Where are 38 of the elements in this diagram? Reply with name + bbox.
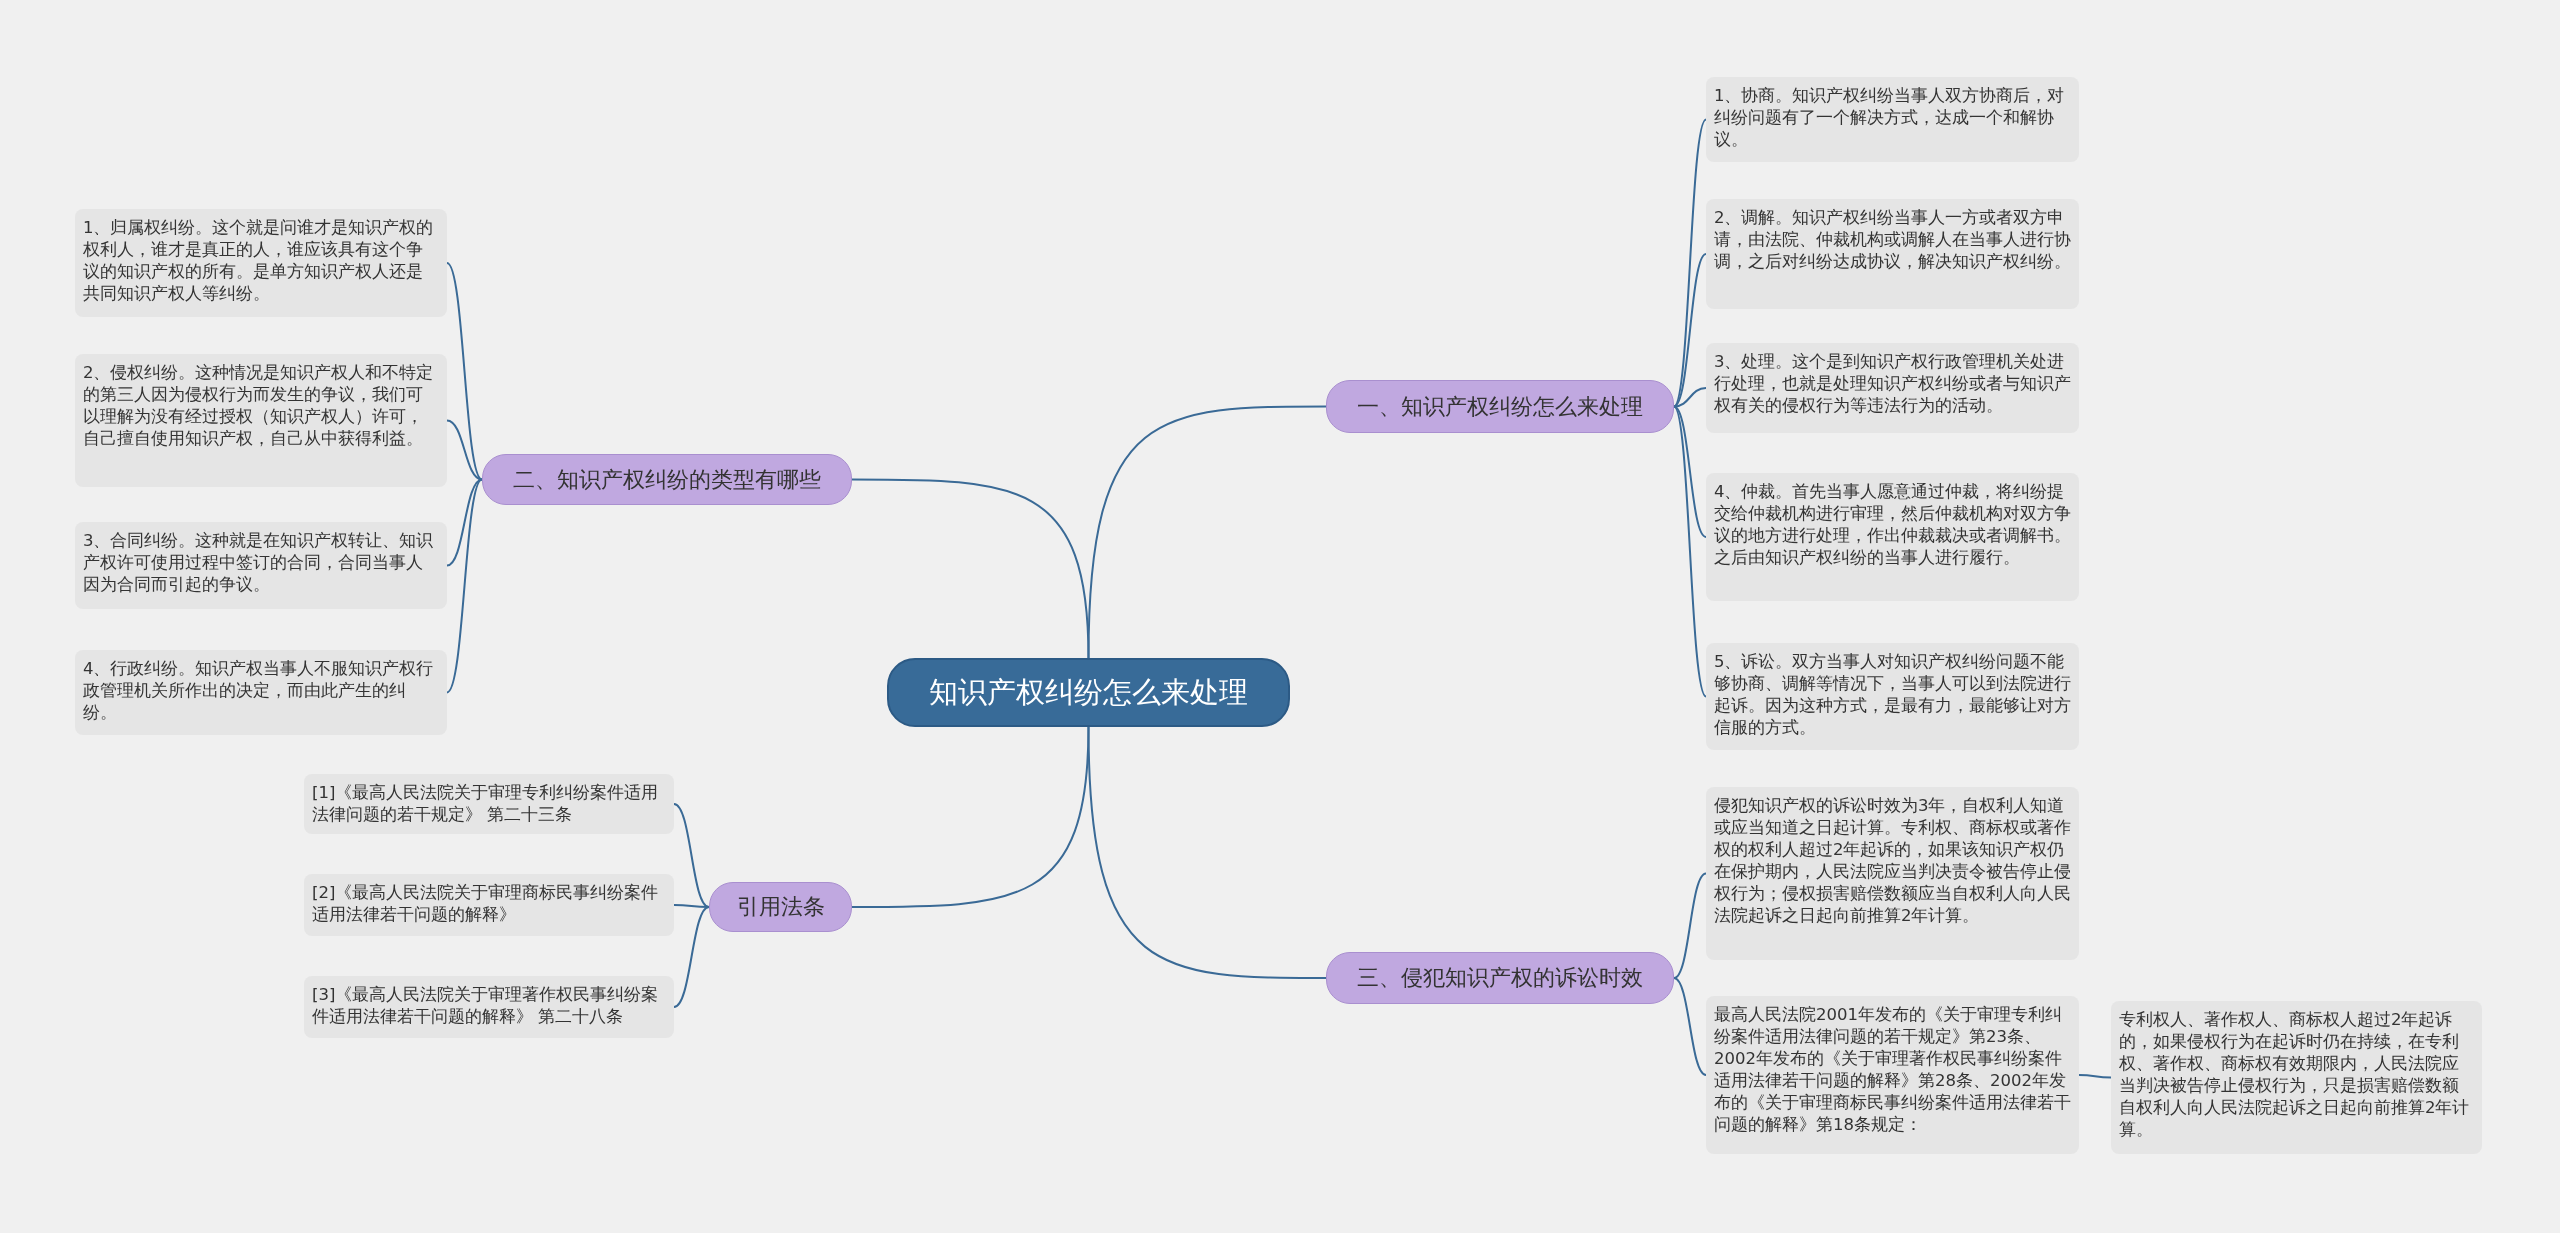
topic-box: 引用法条 [709, 882, 852, 932]
note-box: [2]《最高人民法院关于审理商标民事纠纷案件适用法律若干问题的解释》 [304, 874, 674, 936]
note-box: 专利权人、著作权人、商标权人超过2年起诉的，如果侵权行为在起诉时仍在持续，在专利权、著作权、商标权有效期限内，人民法院应当判决被告停止侵权行为，只是损害赔偿数额自权利人向人民法院起诉之日起向前推算2年计算。 [2111, 1001, 2482, 1154]
connector-line [851, 478, 1090, 659]
topic-box: 三、侵犯知识产权的诉讼时效 [1326, 952, 1674, 1004]
connector-line [1087, 405, 1327, 659]
note-box: 5、诉讼。双方当事人对知识产权纠纷问题不能够协商、调解等情况下，当事人可以到法院进行起诉。因为这种方式，是最有力，最能够让对方信服的方式。 [1706, 643, 2079, 750]
connector-line [673, 803, 710, 908]
connector-line [1673, 405, 1707, 538]
note-box: 1、归属权纠纷。这个就是问谁才是知识产权的权利人，谁才是真正的人，谁应该具有这个争议的知识产权的所有。是单方知识产权人还是共同知识产权人等纠纷。 [75, 209, 447, 317]
note-box: 3、处理。这个是到知识产权行政管理机关处进行处理，也就是处理知识产权纠纷或者与知识产权有关的侵权行为等违法行为的活动。 [1706, 343, 2079, 433]
note-box: 2、调解。知识产权纠纷当事人一方或者双方申请，由法院、仲裁机构或调解人在当事人进行协调，之后对纠纷达成协议，解决知识产权纠纷。 [1706, 199, 2079, 309]
connector-line [1673, 977, 1707, 1076]
note-box: 侵犯知识产权的诉讼时效为3年，自权利人知道或应当知道之日起计算。专利权、商标权或著作权的权利人超过2年起诉的，如果该知识产权仍在保护期内，人民法院应当判决责令被告停止侵权行为；侵权损害赔偿数额应当自权利人向人民法院起诉之日起向前推算2年计算。 [1706, 787, 2079, 960]
connector-line [1673, 253, 1707, 408]
connector-line [2078, 1074, 2112, 1079]
note-box: 4、行政纠纷。知识产权当事人不服知识产权行政管理机关所作出的决定，而由此产生的纠纷。 [75, 650, 447, 735]
note-box: [1]《最高人民法院关于审理专利纠纷案件适用法律问题的若干规定》 第二十三条 [304, 774, 674, 834]
note-box: 1、协商。知识产权纠纷当事人双方协商后，对纠纷问题有了一个解决方式，达成一个和解协议。 [1706, 77, 2079, 162]
connector-line [1673, 118, 1707, 408]
note-box: 最高人民法院2001年发布的《关于审理专利纠纷案件适用法律问题的若干规定》第23条、2002年发布的《关于审理著作权民事纠纷案件适用法律若干问题的解释》第28条、2002年发布的《关于审理商标民事纠纷案件适用法律若干问题的解释》第18条规定： [1706, 996, 2079, 1154]
central-topic: 知识产权纠纷怎么来处理 [887, 658, 1290, 727]
topic-box: 二、知识产权纠纷的类型有哪些 [482, 454, 852, 505]
note-box: 3、合同纠纷。这种就是在知识产权转让、知识产权许可使用过程中签订的合同，合同当事人因为合同而引起的争议。 [75, 522, 447, 609]
connector-line [673, 906, 710, 1008]
connector-line [446, 419, 483, 481]
note-box: [3]《最高人民法院关于审理著作权民事纠纷案件适用法律若干问题的解释》 第二十八条 [304, 976, 674, 1038]
connector-line [446, 478, 483, 567]
connector-line [851, 726, 1090, 908]
connector-line [1087, 726, 1327, 979]
connector-line [1673, 405, 1707, 698]
note-box: 4、仲裁。首先当事人愿意通过仲裁，将纠纷提交给仲裁机构进行审理，然后仲裁机构对双方争议的地方进行处理，作出仲裁裁决或者调解书。之后由知识产权纠纷的当事人进行履行。 [1706, 473, 2079, 601]
connector-line [1673, 872, 1707, 979]
topic-box: 一、知识产权纠纷怎么来处理 [1326, 380, 1674, 433]
note-box: 2、侵权纠纷。这种情况是知识产权人和不特定的第三人因为侵权行为而发生的争议，我们可以理解为没有经过授权（知识产权人）许可，自己擅自使用知识产权，自己从中获得利益。 [75, 354, 447, 487]
connector-line [446, 262, 483, 481]
connector-line [1673, 387, 1707, 408]
connector-line [446, 478, 483, 694]
